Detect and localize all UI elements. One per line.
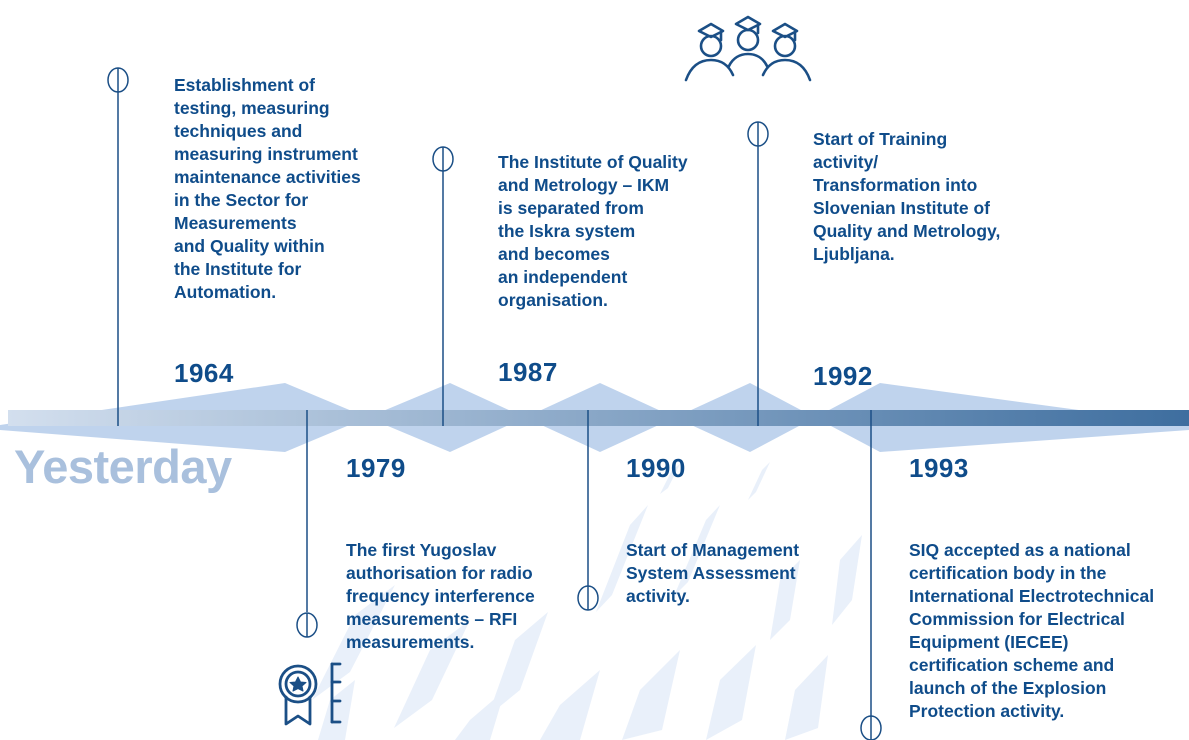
background-stripes bbox=[312, 462, 862, 740]
event-text-1990: Start of Management System Assessment ac… bbox=[626, 540, 800, 606]
event-year-1993: 1993 bbox=[909, 453, 969, 483]
event-text-1979: The first Yugoslav authorisation for rad… bbox=[346, 540, 535, 652]
event-year-1992: 1992 bbox=[813, 361, 873, 391]
event-text-1992: Start of Training activity/ Transformati… bbox=[813, 129, 1001, 264]
event-year-1964: 1964 bbox=[174, 358, 234, 388]
timeline-bar bbox=[8, 410, 1189, 426]
headline-yesterday: Yesterday bbox=[14, 440, 232, 493]
event-text-1993: SIQ accepted as a national certification… bbox=[909, 540, 1155, 721]
event-year-1979: 1979 bbox=[346, 453, 406, 483]
event-year-1990: 1990 bbox=[626, 453, 686, 483]
event-text-1964: Establishment of testing, measuring tech… bbox=[174, 75, 361, 302]
event-markers bbox=[107, 67, 882, 740]
event-year-1987: 1987 bbox=[498, 357, 558, 387]
award-ribbon-icon bbox=[278, 662, 342, 726]
graduates-icon bbox=[684, 15, 812, 82]
event-text-1987: The Institute of Quality and Metrology –… bbox=[498, 152, 688, 310]
